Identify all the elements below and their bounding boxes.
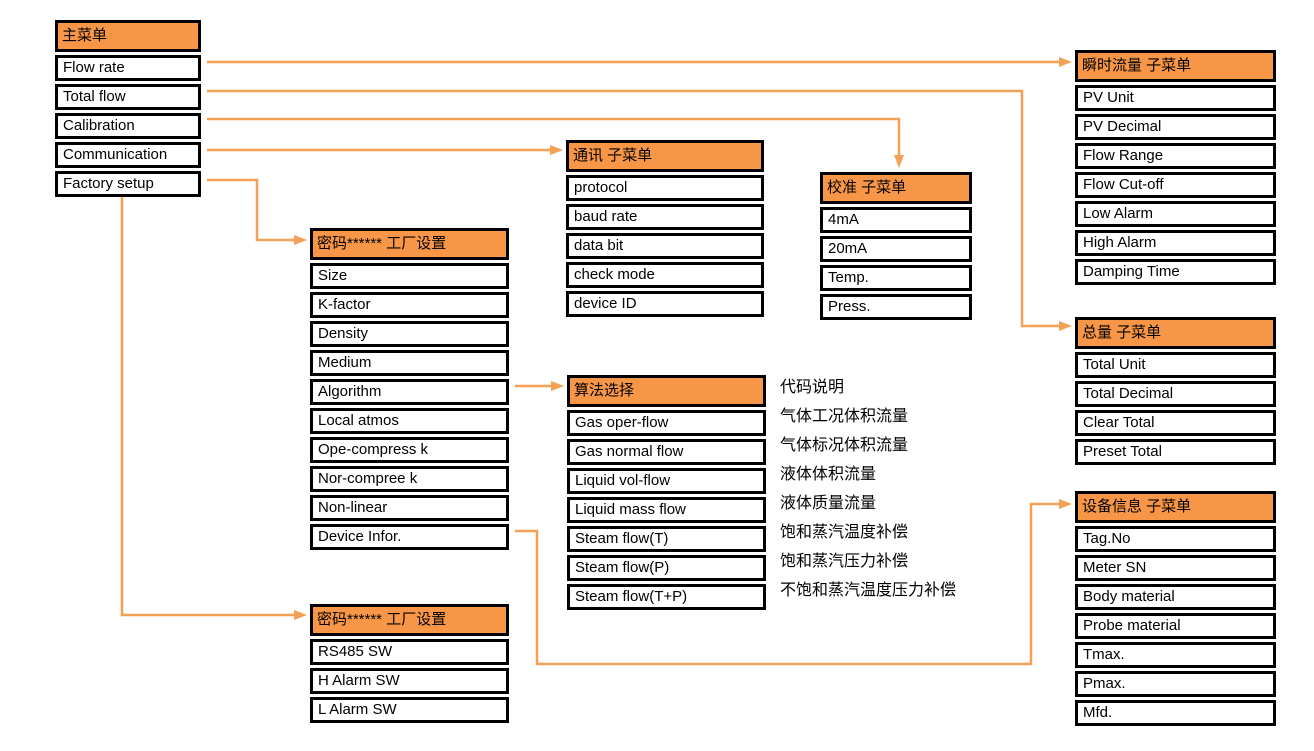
calibration-submenu-item: Press. [820,294,972,320]
algorithm-descs: 气体工况体积流量气体标况体积流量液体体积流量液体质量流量饱和蒸汽温度补偿饱和蒸汽… [780,404,956,604]
calibration-submenu-box: 校准 子菜单 4mA 20mA Temp. Press. [820,172,972,323]
flow-submenu-item: Damping Time [1075,259,1276,285]
factory-setup-2-items: RS485 SW H Alarm SW L Alarm SW [310,639,509,723]
arrow-factory-setup [207,178,307,245]
algorithm-select-item: Steam flow(T) [567,526,766,552]
main-menu-item: Factory setup [55,171,201,197]
algorithm-select-item: Gas oper-flow [567,410,766,436]
communication-submenu-items: protocol baud rate data bit check mode devic… [566,175,764,317]
factory-setup-2-item: RS485 SW [310,639,509,665]
factory-setup-item: Non-linear [310,495,509,521]
algorithm-select-item: Steam flow(P) [567,555,766,581]
factory-setup-item: K-factor [310,292,509,318]
factory-setup-item: Density [310,321,509,347]
total-submenu-item: Clear Total [1075,410,1276,436]
factory-setup-item: Ope-compress k [310,437,509,463]
main-menu-item: Flow rate [55,55,201,81]
factory-setup-item: Algorithm [310,379,509,405]
device-info-submenu-item: Mfd. [1075,700,1276,726]
communication-submenu-box: 通讯 子菜单 protocol baud rate data bit check mo… [566,140,764,320]
total-submenu-item: Total Decimal [1075,381,1276,407]
device-info-submenu-item: Meter SN [1075,555,1276,581]
main-menu-item: Calibration [55,113,201,139]
communication-submenu-item: data bit [566,233,764,259]
device-info-submenu-item: Tag.No [1075,526,1276,552]
algorithm-desc: 饱和蒸汽温度补偿 [780,524,909,541]
algorithm-select-header: 算法选择 [567,375,766,407]
factory-setup-header: 密码****** 工厂设置 [310,228,509,260]
factory-setup-2-item: L Alarm SW [310,697,509,723]
flow-submenu-item: Flow Range [1075,143,1276,169]
device-info-submenu-item: Pmax. [1075,671,1276,697]
factory-setup-item: Medium [310,350,509,376]
factory-setup-box-2: 密码****** 工厂设置 RS485 SW H Alarm SW L Alarm … [310,604,509,726]
algorithm-select-item: Liquid vol-flow [567,468,766,494]
algorithm-select-item: Gas normal flow [567,439,766,465]
arrow-calibration [207,117,904,168]
communication-submenu-item: baud rate [566,204,764,230]
communication-submenu-header: 通讯 子菜单 [566,140,764,172]
flow-submenu-item: Flow Cut-off [1075,172,1276,198]
algorithm-desc: 液体体积流量 [780,466,877,483]
factory-setup-item: Local atmos [310,408,509,434]
algorithm-desc: 不饱和蒸汽温度压力补偿 [780,582,957,599]
algorithm-desc-column: 代码说明 气体工况体积流量气体标况体积流量液体体积流量液体质量流量饱和蒸汽温度补… [780,375,956,607]
factory-setup-item: Device Infor. [310,524,509,550]
communication-submenu-item: check mode [566,262,764,288]
total-submenu-item: Total Unit [1075,352,1276,378]
device-info-submenu-item: Probe material [1075,613,1276,639]
factory-setup-2-item: H Alarm SW [310,668,509,694]
flow-submenu-item: Low Alarm [1075,201,1276,227]
algorithm-desc: 气体工况体积流量 [780,408,909,425]
arrow-factory-setup-2 [120,191,307,620]
factory-setup-item: Size [310,263,509,289]
flow-submenu-item: High Alarm [1075,230,1276,256]
factory-setup-item: Nor-compree k [310,466,509,492]
total-submenu-header: 总量 子菜单 [1075,317,1276,349]
main-menu-header: 主菜单 [55,20,201,52]
calibration-submenu-item: Temp. [820,265,972,291]
device-info-submenu-header: 设备信息 子菜单 [1075,491,1276,523]
algorithm-desc: 气体标况体积流量 [780,437,909,454]
calibration-submenu-item: 20mA [820,236,972,262]
calibration-submenu-items: 4mA 20mA Temp. Press. [820,207,972,320]
main-menu-item: Communication [55,142,201,168]
algorithm-desc-header: 代码说明 [780,379,845,396]
algorithm-desc: 液体质量流量 [780,495,877,512]
factory-setup-2-header: 密码****** 工厂设置 [310,604,509,636]
main-menu-item: Total flow [55,84,201,110]
algorithm-select-item: Liquid mass flow [567,497,766,523]
flow-submenu-item: PV Unit [1075,85,1276,111]
communication-submenu-item: protocol [566,175,764,201]
calibration-submenu-header: 校准 子菜单 [820,172,972,204]
device-info-submenu-item: Tmax. [1075,642,1276,668]
algorithm-select-item: Steam flow(T+P) [567,584,766,610]
device-info-submenu-item: Body material [1075,584,1276,610]
total-submenu-item: Preset Total [1075,439,1276,465]
flow-submenu-item: PV Decimal [1075,114,1276,140]
flow-submenu-header: 瞬时流量 子菜单 [1075,50,1276,82]
communication-submenu-item: device ID [566,291,764,317]
calibration-submenu-item: 4mA [820,207,972,233]
algorithm-desc: 饱和蒸汽压力补偿 [780,553,909,570]
